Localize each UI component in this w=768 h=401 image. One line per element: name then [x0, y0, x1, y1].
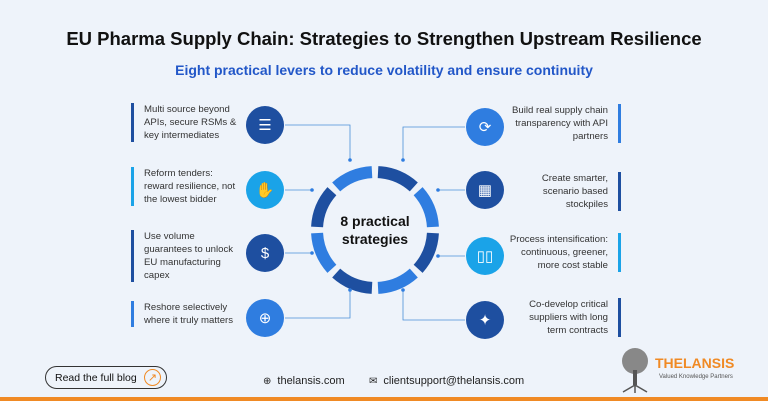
logo-text: THELANSIS — [655, 355, 735, 371]
tree-logo-icon — [622, 348, 648, 393]
connector-dots — [310, 158, 440, 292]
logistics-cycle-icon: ⟳ — [466, 108, 504, 146]
read-blog-button[interactable]: Read the full blog ↗ — [45, 366, 167, 389]
strategy-item-text: Build real supply chain transparency wit… — [508, 104, 621, 143]
chart-coin-icon: $ — [246, 234, 284, 272]
center-line-1: 8 practical — [340, 213, 410, 229]
read-blog-label: Read the full blog — [55, 371, 137, 384]
connector-line — [402, 126, 465, 160]
strategy-item-text: Reshore selectively where it truly matte… — [131, 301, 241, 327]
connector-line — [285, 124, 351, 160]
thelansis-logo: THELANSIS Valued Knowledge Partners — [615, 345, 735, 393]
ring-segment — [311, 187, 337, 228]
partnership-idea-icon: ✦ — [466, 301, 504, 339]
website-text: thelansis.com — [277, 375, 345, 387]
connectors — [285, 124, 465, 321]
strategy-item-text: Use volume guarantees to unlock EU manuf… — [131, 230, 241, 282]
accent-bar — [0, 397, 768, 401]
center-line-2: strategies — [341, 231, 409, 247]
bar-columns-icon: ▯▯ — [466, 237, 504, 275]
strategy-item-text: Reform tenders: reward resilience, not t… — [131, 167, 241, 206]
globe-icon: ⊕ — [246, 299, 284, 337]
website-link[interactable]: ⊕ thelansis.com — [263, 375, 345, 387]
ring-segment — [377, 268, 418, 294]
stacked-boxes-icon: ▦ — [466, 171, 504, 209]
logo-tagline: Valued Knowledge Partners — [659, 374, 733, 380]
ring-segment — [413, 187, 439, 228]
strategy-item-text: Co-develop critical suppliers with long … — [508, 298, 621, 337]
ring-segment — [311, 232, 337, 273]
page-subtitle: Eight practical levers to reduce volatil… — [175, 62, 593, 78]
connector-line — [285, 290, 351, 319]
servers-database-icon: ☰ — [246, 106, 284, 144]
center-label: 8 practical strategies — [322, 212, 428, 248]
strategy-item-text: Create smarter, scenario based stockpile… — [508, 172, 621, 211]
ring-segment — [413, 232, 439, 273]
globe-icon: ⊕ — [263, 375, 272, 387]
bid-sign-hand-icon: ✋ — [246, 171, 284, 209]
strategy-item-text: Multi source beyond APIs, secure RSMs & … — [131, 103, 241, 142]
ring-segment — [332, 166, 373, 192]
ring-segment — [332, 268, 373, 294]
strategy-ring — [311, 166, 439, 294]
page-title: EU Pharma Supply Chain: Strategies to St… — [66, 28, 702, 49]
arrow-up-right-icon: ↗ — [144, 369, 161, 386]
mail-icon: ✉ — [369, 375, 378, 387]
strategy-item-text: Process intensification: continuous, gre… — [508, 233, 621, 272]
ring-segment — [377, 166, 418, 192]
connector-line — [402, 290, 465, 321]
email-link[interactable]: ✉ clientsupport@thelansis.com — [369, 375, 524, 387]
email-text: clientsupport@thelansis.com — [383, 375, 525, 387]
